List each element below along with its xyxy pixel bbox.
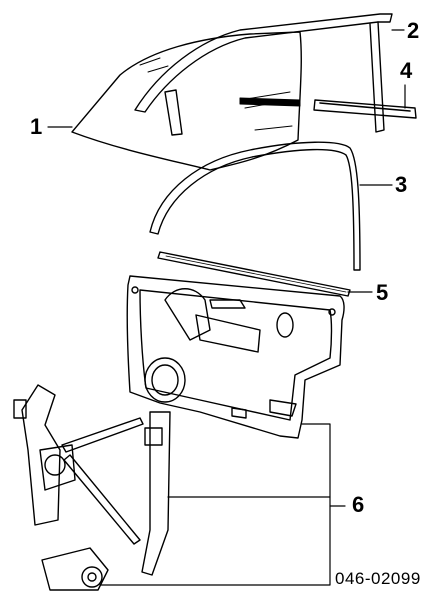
window-regulator xyxy=(13,384,171,591)
inner-belt-strip xyxy=(157,251,351,297)
leader-6a xyxy=(99,423,331,586)
window-seal xyxy=(149,141,361,271)
callout-6: 6 xyxy=(352,492,365,517)
leader-lines xyxy=(47,29,406,586)
callout-2: 2 xyxy=(407,18,420,43)
callout-4: 4 xyxy=(400,58,413,83)
callout-3: 3 xyxy=(395,172,408,197)
callout-5: 5 xyxy=(376,280,389,305)
window-channel xyxy=(134,13,393,136)
callout-1: 1 xyxy=(30,114,43,139)
document-number: 046-02099 xyxy=(335,569,421,588)
door-inner-panel xyxy=(126,275,345,439)
belt-moulding xyxy=(239,97,417,119)
